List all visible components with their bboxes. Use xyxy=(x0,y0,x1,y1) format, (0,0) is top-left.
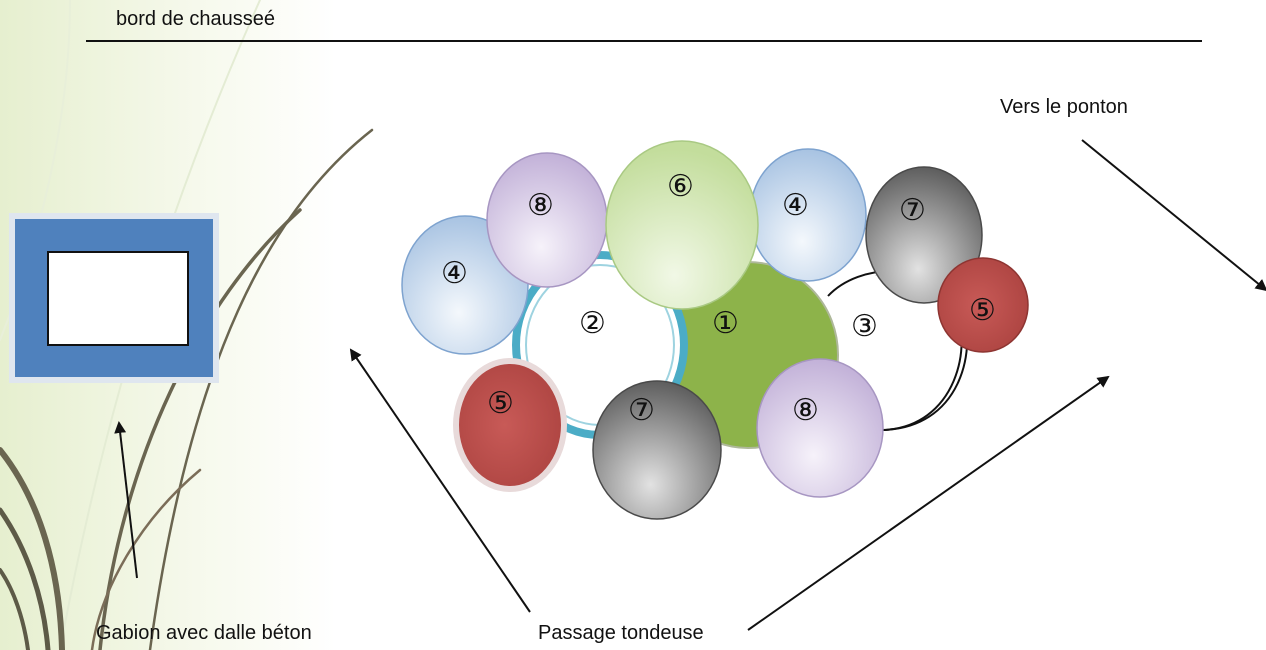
bed-3-number: ③ xyxy=(851,309,878,344)
plant-number-green-big: ⑥ xyxy=(667,169,694,204)
mower-arrow-left xyxy=(349,348,531,613)
grass-blades-decoration xyxy=(0,0,374,650)
plant-red-left xyxy=(453,358,567,492)
pontoon-label: Vers le ponton xyxy=(1000,96,1128,118)
plant-number-red-left: ⑤ xyxy=(487,386,514,421)
plant-green-big xyxy=(605,140,759,310)
gabion-label: Gabion avec dalle béton xyxy=(96,622,312,644)
plant-number-blue-left: ④ xyxy=(441,256,468,291)
mower-passage-label: Passage tondeuse xyxy=(538,622,704,644)
bed-1-number: ① xyxy=(712,306,739,341)
gabion-slab xyxy=(9,213,219,383)
plant-number-purple-left: ⑧ xyxy=(527,188,554,223)
pontoon-arrow xyxy=(1081,139,1266,292)
plant-number-blue-mid: ④ xyxy=(782,188,809,223)
plant-number-gray-right: ⑦ xyxy=(899,193,926,228)
plant-red-right xyxy=(937,257,1029,353)
plant-purple-bottom xyxy=(756,358,884,498)
plant-gray-bottom xyxy=(592,380,722,520)
gabion-arrow xyxy=(114,421,138,579)
plant-number-gray-bottom: ⑦ xyxy=(628,393,655,428)
plant-number-red-right: ⑤ xyxy=(969,293,996,328)
road-edge-line xyxy=(86,40,1202,42)
bed-2-number: ② xyxy=(579,306,606,341)
road-edge-label: bord de chausseé xyxy=(116,8,276,30)
mower-arrow-right xyxy=(747,375,1110,631)
plant-number-purple-bottom: ⑧ xyxy=(792,393,819,428)
